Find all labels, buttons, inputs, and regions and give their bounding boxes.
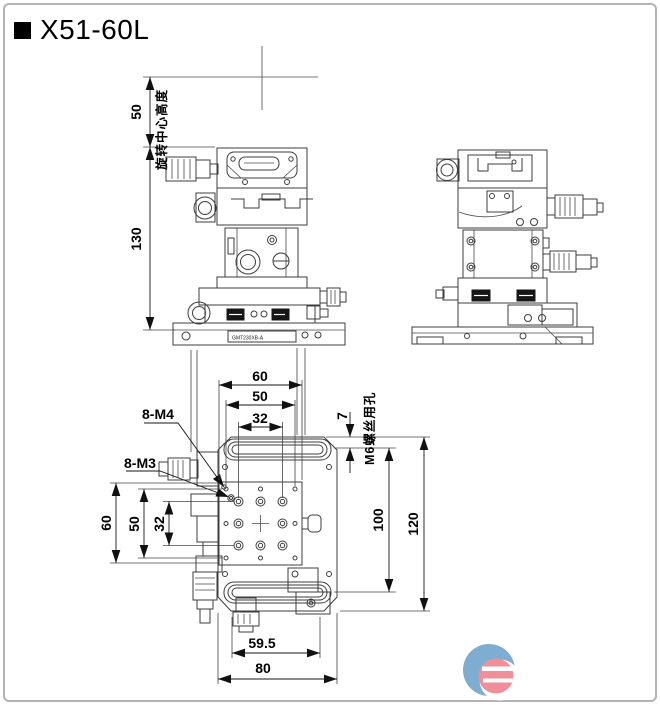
label-8-m4: 8-M4 xyxy=(142,406,174,422)
label-8-m3: 8-M3 xyxy=(124,455,156,471)
dim-left-32: 32 xyxy=(151,516,167,532)
nameplate-text: GMT230XB-A xyxy=(232,336,264,342)
dim-top-60: 60 xyxy=(252,368,268,384)
dim-right-120: 120 xyxy=(405,512,421,536)
front-view: GMT230XB-A 50 130 旋转中心高度 xyxy=(128,46,347,346)
dim-bottom-59-5: 59.5 xyxy=(248,635,275,651)
brand-logo-icon xyxy=(463,644,521,701)
dim-bottom-80: 80 xyxy=(255,660,271,676)
top-dimensions: 60 50 32 xyxy=(218,368,303,498)
side-view xyxy=(411,149,604,345)
front-view-dimensions: 50 130 旋转中心高度 xyxy=(128,77,215,331)
projection-lines xyxy=(190,348,306,452)
dim-130-height-label: 130 xyxy=(128,227,144,251)
page-title: X51-60L xyxy=(40,14,150,45)
dim-right-7: 7 xyxy=(334,412,350,420)
top-view-body xyxy=(158,436,338,633)
dim-top-50: 50 xyxy=(252,388,268,404)
rotation-center-height-label: 旋转中心高度 xyxy=(154,89,169,171)
dim-left-60: 60 xyxy=(98,515,114,531)
top-view: 8-M4 8-M3 60 50 32 xyxy=(98,348,430,684)
left-dimensions: 60 50 32 xyxy=(98,482,234,564)
dim-left-50: 50 xyxy=(126,516,142,532)
rotation-center-crosshair-icon xyxy=(143,46,318,110)
bottom-dimensions: 59.5 80 xyxy=(217,613,338,684)
hole-callouts: 8-M4 8-M3 xyxy=(124,406,235,502)
title-bullet-icon xyxy=(14,21,31,39)
dim-top-32: 32 xyxy=(252,410,268,426)
side-view-body xyxy=(411,149,604,345)
right-dimensions: 7 M6螺丝用孔 100 120 xyxy=(326,392,430,612)
dim-50-height-label: 50 xyxy=(128,104,144,120)
dim-right-100: 100 xyxy=(370,508,386,532)
front-view-body xyxy=(165,147,347,346)
title-bar: X51-60L xyxy=(14,14,149,46)
m6-screw-hole-label: M6螺丝用孔 xyxy=(362,392,377,465)
